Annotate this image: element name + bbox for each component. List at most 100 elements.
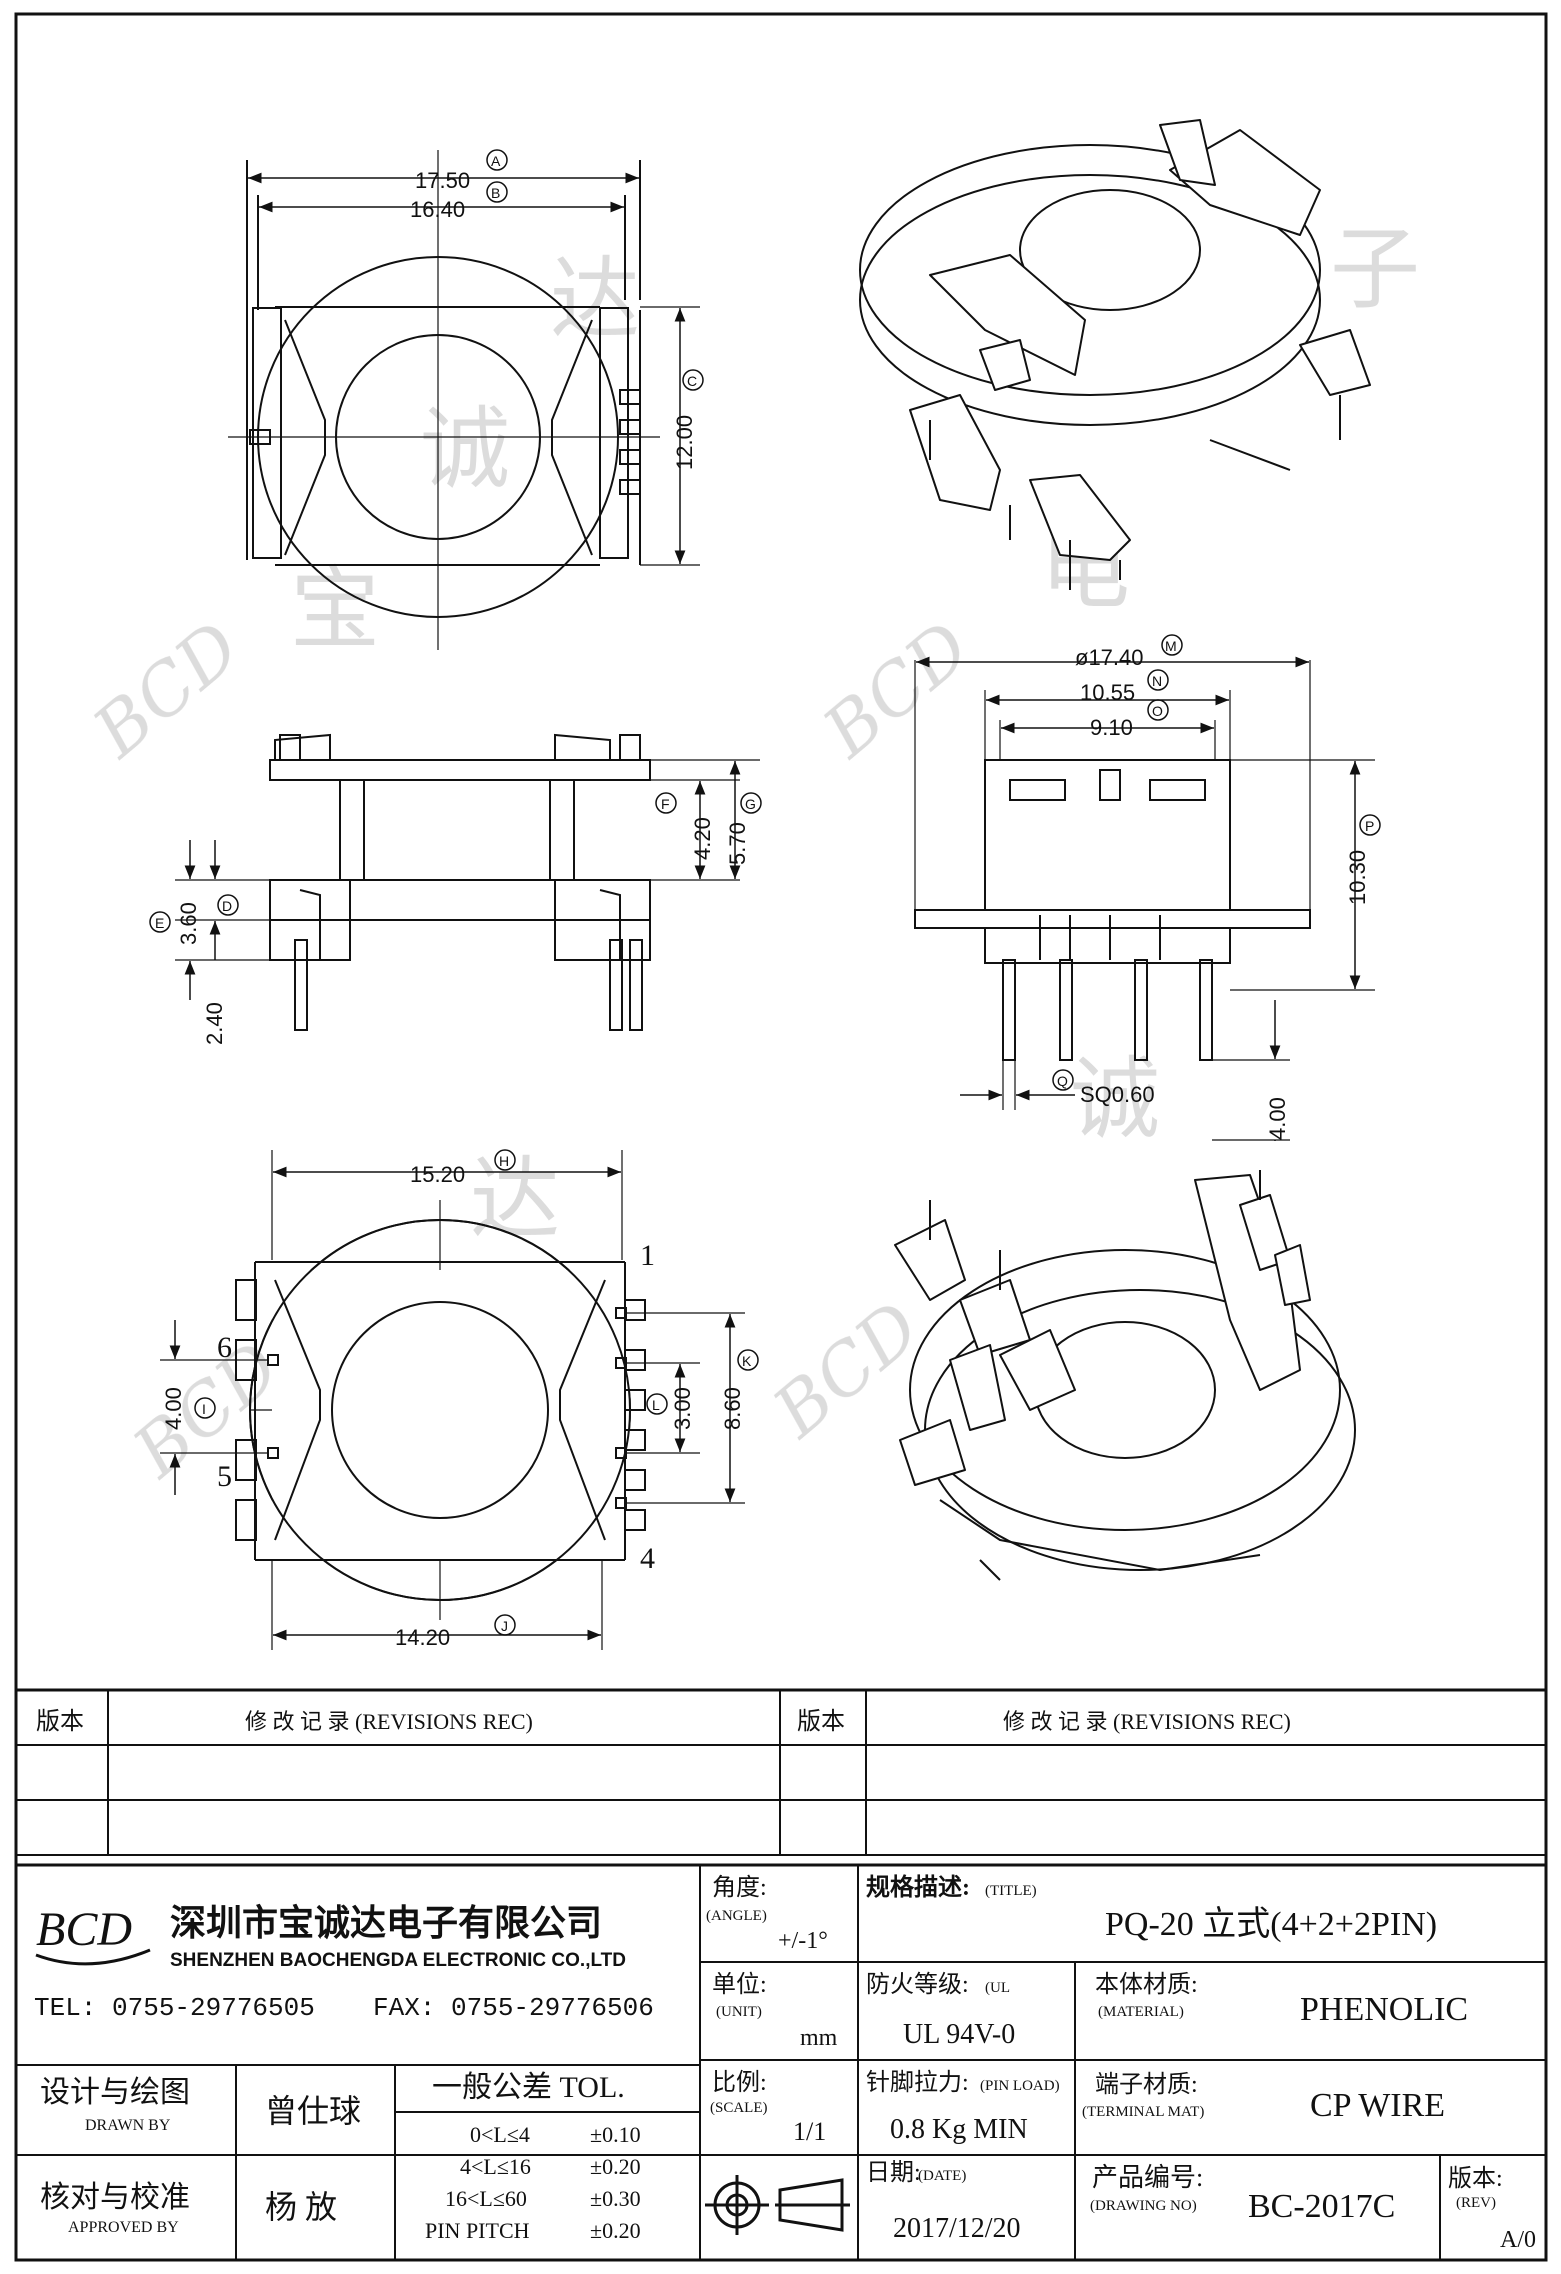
side-view xyxy=(914,656,1375,1141)
svg-text:B: B xyxy=(491,185,500,201)
dim-side-width-n: 10.55 xyxy=(1080,680,1135,705)
pin-4-label: 4 xyxy=(640,1542,655,1575)
svg-text:G: G xyxy=(745,796,756,812)
marker-o: O xyxy=(1147,699,1169,721)
material-en: (MATERIAL) xyxy=(1098,2004,1184,2020)
dim-bottom-bottom-width: 14.20 xyxy=(395,1625,450,1650)
rev-en: (REV) xyxy=(1456,2195,1496,2211)
svg-text:BCD: BCD xyxy=(36,1903,132,1956)
spec-label: 规格描述: xyxy=(866,1874,970,1901)
angle-label: 角度: xyxy=(712,1874,767,1901)
iso-view-bottom xyxy=(894,1170,1356,1581)
dim-side-pin-size: SQ0.60 xyxy=(1080,1082,1155,1107)
watermark-logo: BCD xyxy=(77,606,256,775)
rec-label-left: 修 改 记 录 (REVISIONS REC) xyxy=(245,1709,533,1734)
approve-value: 杨 放 xyxy=(265,2189,337,2225)
iso-view-top xyxy=(859,119,1371,590)
dim-front-left-upper: 3.60 xyxy=(176,902,201,945)
design-en: DRAWN BY xyxy=(85,2117,171,2134)
marker-c: C xyxy=(682,369,704,391)
svg-text:L: L xyxy=(652,1397,660,1413)
dim-bottom-left-pitch: 4.00 xyxy=(161,1387,186,1430)
bottom-view xyxy=(160,1150,745,1650)
svg-text:E: E xyxy=(155,915,164,931)
spec-en: (TITLE) xyxy=(985,1883,1037,1899)
drawing-en: (DRAWING NO) xyxy=(1090,2198,1197,2214)
pinload-en: (PIN LOAD) xyxy=(980,2078,1060,2094)
pinload-label: 针脚拉力: xyxy=(866,2069,969,2096)
watermark-logo: BCD xyxy=(807,606,986,775)
svg-text:H: H xyxy=(499,1153,509,1169)
angle-value: +/-1° xyxy=(778,1928,828,1954)
svg-text:M: M xyxy=(1165,638,1177,654)
marker-k: K xyxy=(737,1349,759,1371)
drawing-label: 产品编号: xyxy=(1092,2163,1203,2192)
dim-side-diameter: ø17.40 xyxy=(1075,645,1144,670)
rev-label: 版本: xyxy=(1448,2165,1503,2192)
tol-value: ±0.20 xyxy=(590,2218,641,2243)
unit-en: (UNIT) xyxy=(716,2004,762,2020)
marker-e: E xyxy=(149,911,171,933)
terminal-label: 端子材质: xyxy=(1095,2071,1198,2098)
sheet-border xyxy=(14,12,1548,2262)
svg-text:D: D xyxy=(222,898,232,914)
date-value: 2017/12/20 xyxy=(893,2213,1021,2244)
scale-value: 1/1 xyxy=(793,2117,826,2146)
top-view xyxy=(228,150,700,650)
marker-d: D xyxy=(217,894,239,916)
dim-top-height: 12.00 xyxy=(672,415,697,470)
unit-value: mm xyxy=(800,2025,838,2051)
marker-h: H xyxy=(494,1149,516,1171)
approve-en: APPROVED BY xyxy=(68,2219,179,2236)
design-label: 设计与绘图 xyxy=(40,2076,190,2109)
svg-text:C: C xyxy=(687,373,697,389)
dim-front-total: 5.70 xyxy=(725,822,750,865)
dim-top-width-outer: 17.50 xyxy=(415,168,470,193)
tol-value: ±0.30 xyxy=(590,2186,641,2211)
watermark-char: 达 xyxy=(550,247,640,352)
svg-text:Q: Q xyxy=(1057,1073,1068,1089)
tol-range: PIN PITCH xyxy=(425,2218,530,2243)
tol-label: 一般公差 TOL. xyxy=(432,2071,625,2104)
marker-q: Q xyxy=(1052,1069,1074,1091)
material-value: PHENOLIC xyxy=(1300,1991,1468,2028)
marker-f: F xyxy=(655,792,677,814)
svg-text:P: P xyxy=(1365,818,1374,834)
svg-text:A: A xyxy=(491,153,501,169)
marker-p: P xyxy=(1359,814,1381,836)
watermark-char: 宝 xyxy=(290,557,380,662)
tol-range: 16<L≤60 xyxy=(445,2186,527,2211)
rev-label-right: 版本 xyxy=(797,1708,845,1735)
watermark-logo: BCD xyxy=(757,1286,936,1455)
svg-text:N: N xyxy=(1152,673,1162,689)
company-name-cn: 深圳市宝诚达电子有限公司 xyxy=(170,1903,602,1943)
angle-en: (ANGLE) xyxy=(706,1908,767,1924)
company-name-en: SHENZHEN BAOCHENGDA ELECTRONIC CO.,LTD xyxy=(170,1950,626,1971)
terminal-en: (TERMINAL MAT) xyxy=(1082,2104,1204,2120)
pinload-value: 0.8 Kg MIN xyxy=(890,2114,1028,2145)
tol-value: ±0.20 xyxy=(590,2154,641,2179)
scale-label: 比例: xyxy=(712,2069,767,2096)
unit-label: 单位: xyxy=(712,1971,767,1998)
rev-label-left: 版本 xyxy=(36,1708,84,1735)
svg-text:F: F xyxy=(661,796,670,812)
marker-i: I xyxy=(194,1397,216,1419)
watermark-char: 子 xyxy=(1330,217,1420,322)
tol-range: 4<L≤16 xyxy=(460,2154,531,2179)
projection-symbol-icon xyxy=(705,2175,850,2235)
date-en: (DATE) xyxy=(918,2168,966,2184)
dim-side-width-o: 9.10 xyxy=(1090,715,1133,740)
dim-bottom-right-span: 8.60 xyxy=(720,1387,745,1430)
dim-bottom-right-pitch: 3.00 xyxy=(670,1387,695,1430)
watermark-char: 诚 xyxy=(420,397,510,502)
dim-top-width-inner: 16.40 xyxy=(410,197,465,222)
marker-b: B xyxy=(486,181,508,203)
dim-side-height: 10.30 xyxy=(1345,850,1370,905)
dim-front-left-lower: 2.40 xyxy=(202,1002,227,1045)
fire-value: UL 94V-0 xyxy=(903,2019,1015,2050)
spec-value: PQ-20 立式(4+2+2PIN) xyxy=(1105,1905,1437,1943)
dim-bottom-top-width: 15.20 xyxy=(410,1162,465,1187)
company-tel: TEL: 0755-29776505 xyxy=(34,1993,315,2023)
fire-en: (UL xyxy=(985,1980,1010,1996)
